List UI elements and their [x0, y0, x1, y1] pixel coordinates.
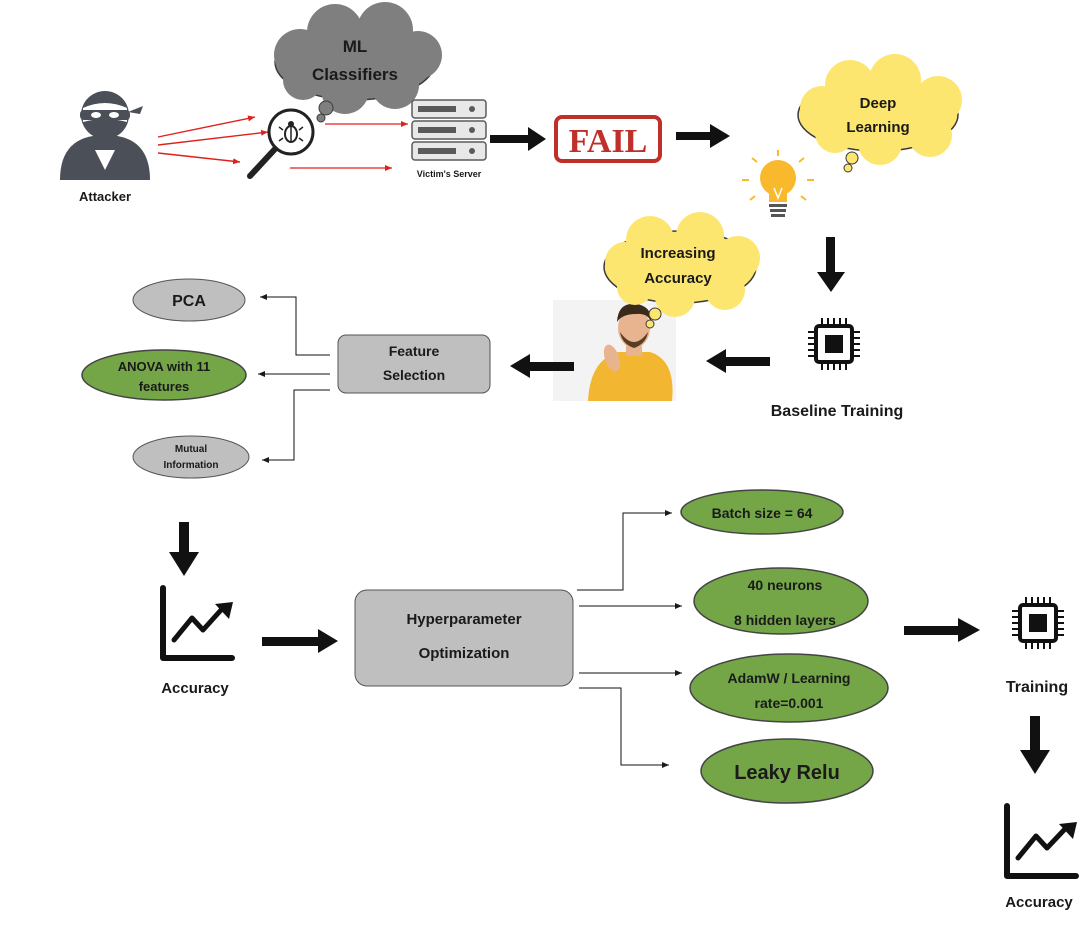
activation-label: Leaky Relu: [734, 762, 840, 784]
deep-cloud-line2: Learning: [846, 119, 909, 136]
optimizer-node: AdamW / Learning rate=0.001: [689, 653, 889, 723]
training-chip-icon: [1012, 597, 1064, 649]
ml-cloud-line2: Classifiers: [312, 65, 398, 84]
baseline-label: Baseline Training: [771, 403, 903, 420]
ml-classifiers-cloud: ML Classifiers: [274, 2, 442, 123]
arrow-to-fail: [490, 127, 546, 151]
baseline-chip-icon: [808, 318, 860, 370]
accuracy-label-1: Accuracy: [161, 680, 229, 697]
ml-cloud-line1: ML: [343, 37, 368, 56]
hyperparameter-box: Hyperparameter Optimization: [354, 589, 574, 687]
accuracy-cloud-line1: Increasing: [640, 245, 715, 262]
arrow-to-hyperparameter: [262, 629, 338, 653]
arrow-down-to-accuracy-2: [1020, 716, 1050, 774]
feature-selection-line1: Feature: [389, 343, 440, 359]
accuracy-chart-icon-2: [1004, 803, 1079, 879]
mutual-information-node: Mutual Information: [132, 435, 250, 479]
mi-line1: Mutual: [175, 444, 207, 455]
training-label: Training: [1006, 679, 1068, 696]
attacker-label: Attacker: [79, 189, 131, 204]
server-label: Victim's Server: [417, 169, 482, 179]
arrow-down-to-baseline: [817, 237, 845, 292]
server-icon: [411, 99, 487, 161]
anova-line1: ANOVA with 11: [118, 359, 210, 374]
attacker-icon: [60, 91, 150, 180]
accuracy-chart-icon: [160, 585, 235, 661]
accuracy-cloud-line2: Accuracy: [644, 270, 712, 287]
mi-line2: Information: [164, 460, 219, 471]
hyper-line2: Optimization: [419, 645, 510, 662]
method-connectors: [258, 294, 330, 463]
increasing-accuracy-cloud: Increasing Accuracy: [603, 212, 760, 329]
batch-label: Batch size = 64: [712, 505, 813, 521]
arrow-to-person: [706, 349, 770, 373]
hyper-line1: Hyperparameter: [406, 611, 521, 628]
lightbulb-icon: [742, 150, 814, 217]
neurons-line1: 40 neurons: [748, 577, 823, 593]
optimizer-line2: rate=0.001: [755, 695, 824, 711]
arrow-to-feature-selection: [510, 354, 574, 378]
fail-text: FAIL: [569, 123, 648, 160]
deep-cloud-line1: Deep: [860, 95, 897, 112]
activation-node: Leaky Relu: [700, 738, 874, 804]
neurons-line2: 8 hidden layers: [734, 612, 836, 628]
anova-line2: features: [139, 379, 190, 394]
arrow-down-to-accuracy: [169, 522, 199, 576]
pca-label: PCA: [172, 293, 206, 310]
bug-magnifier-icon: [247, 108, 315, 179]
attack-lines: [157, 115, 408, 171]
arrow-to-bulb: [676, 124, 730, 148]
pca-node: PCA: [132, 278, 246, 322]
accuracy-chart-arrowhead: [215, 602, 233, 619]
feature-selection-box: Feature Selection: [337, 334, 491, 394]
optimizer-line1: AdamW / Learning: [728, 670, 851, 686]
accuracy-label-2: Accuracy: [1005, 894, 1073, 911]
fail-stamp: FAIL: [554, 115, 662, 163]
batch-size-node: Batch size = 64: [680, 489, 844, 535]
parameter-connectors: [577, 510, 682, 768]
accuracy-chart-arrowhead-2: [1059, 822, 1077, 839]
neurons-node: 40 neurons 8 hidden layers: [693, 567, 869, 635]
deep-learning-cloud: Deep Learning: [797, 54, 962, 173]
feature-selection-line2: Selection: [383, 367, 445, 383]
arrow-to-training: [904, 618, 980, 642]
anova-node: ANOVA with 11 features: [81, 349, 247, 401]
